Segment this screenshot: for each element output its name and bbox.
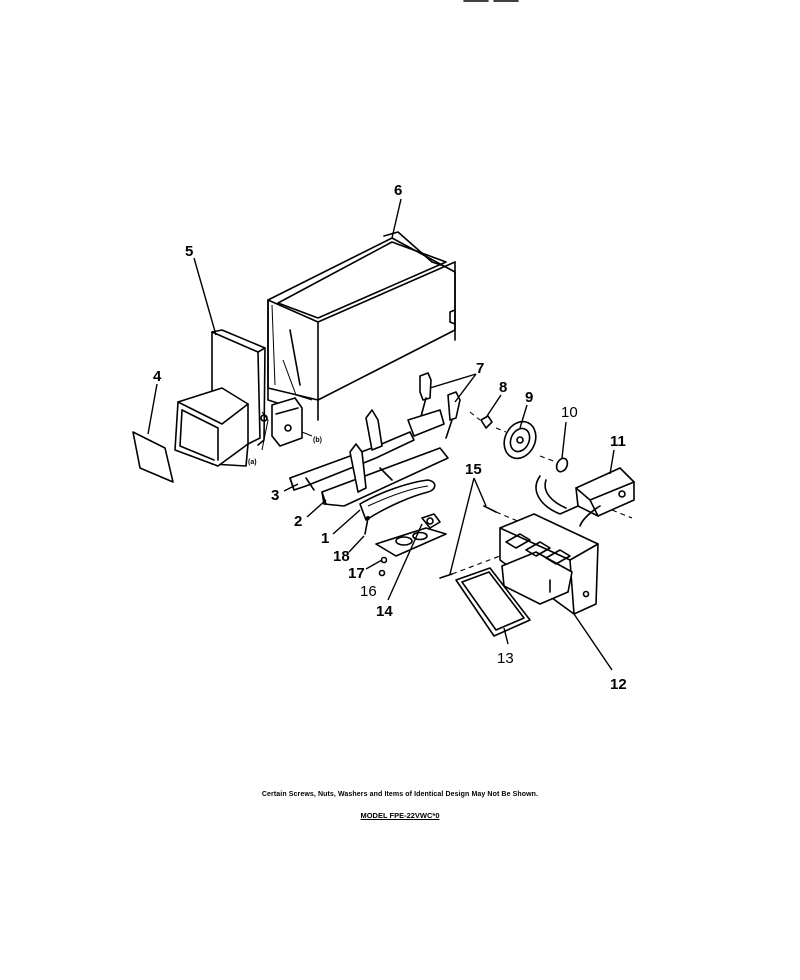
part-15-screws (439, 505, 521, 579)
part-18-screw (364, 516, 370, 535)
leader-lines (147, 198, 615, 671)
callout-9: 9 (525, 389, 533, 406)
part-6-ice-bucket (267, 231, 456, 421)
part-11-motor (535, 467, 635, 527)
callout-2: 2 (294, 513, 302, 530)
part-5-front-door (174, 329, 266, 467)
model-number: MODEL FPE-22VWC*0 (360, 811, 440, 820)
callout-18: 18 (333, 548, 350, 565)
part-4-plate (132, 431, 174, 483)
callout-3: 3 (271, 487, 279, 504)
part-9-gear (495, 420, 537, 460)
part-1-heater (359, 479, 436, 521)
label-a: (a) (248, 459, 257, 466)
callout-14: 14 (376, 603, 393, 620)
part-14-plate (375, 513, 447, 557)
callout-12: 12 (610, 676, 627, 693)
callout-13: 13 (497, 650, 514, 667)
label-b: (b) (313, 437, 322, 444)
callout-8: 8 (499, 379, 507, 396)
model-label: MODEL FPE-22VWC*0 (0, 811, 800, 820)
part-13-gasket (455, 567, 531, 637)
callout-6: 6 (394, 182, 402, 199)
callout-10: 10 (561, 404, 578, 421)
part-7-levers (419, 372, 461, 439)
callout-1: 1 (321, 530, 329, 547)
callout-16: 16 (360, 583, 377, 600)
callout-11: 11 (610, 433, 626, 450)
part-8-nut (469, 411, 493, 429)
callout-5: 5 (185, 243, 193, 260)
disclaimer-caption: Certain Screws, Nuts, Washers and Items … (261, 791, 539, 798)
callout-15: 15 (465, 461, 482, 478)
callout-4: 4 (153, 368, 162, 385)
bracket-assembly: (a) (b) (248, 397, 322, 466)
callout-7: 7 (476, 360, 484, 377)
callout-numbers: 6 5 4 7 8 9 10 11 15 3 2 1 18 17 16 14 1… (153, 182, 627, 693)
callout-17: 17 (348, 565, 365, 582)
part-10-washer (539, 455, 569, 473)
